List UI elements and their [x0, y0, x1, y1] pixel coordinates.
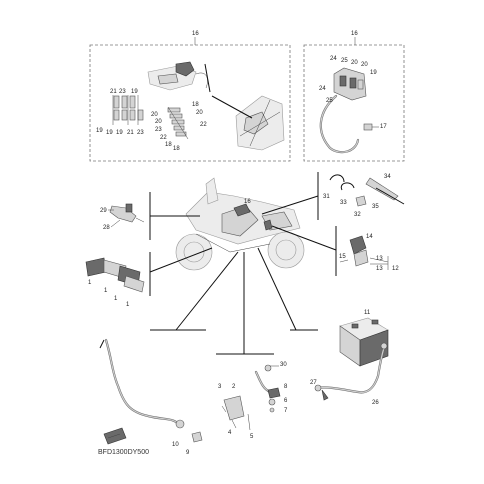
upper-right-assembly-box: 16 24 25 20 20 19 24 25 17: [303, 31, 405, 162]
grip-heater-parts: [85, 257, 145, 293]
label-17: 17: [380, 124, 387, 130]
relay-parts: [339, 235, 389, 270]
connector-bracket: [319, 67, 373, 154]
connector-row-right: [167, 106, 189, 140]
label-22: 22: [160, 135, 167, 141]
label-19: 19: [96, 128, 103, 134]
leader-lines: [149, 172, 337, 355]
sensor-part: [109, 203, 145, 223]
label-25: 25: [326, 98, 333, 104]
clamp-parts: [329, 174, 405, 207]
label-28: 28: [103, 225, 110, 231]
lower-middle-parts: [221, 364, 281, 431]
label-24: 24: [330, 56, 337, 62]
label-20: 20: [151, 112, 158, 118]
diagram-code: BFD1300DY500: [98, 449, 149, 456]
label-15: 15: [339, 254, 346, 260]
label-30: 30: [280, 362, 287, 368]
label-19: 19: [131, 89, 138, 95]
label-21: 21: [110, 89, 117, 95]
label-22: 22: [200, 122, 207, 128]
label-12: 12: [392, 266, 399, 272]
label-2: 2: [232, 384, 236, 390]
label-24: 24: [319, 86, 326, 92]
label-16-center: 16: [244, 199, 251, 205]
label-1: 1: [88, 280, 92, 286]
upper-left-assembly-box: 16 21 23 19 19 19 19 21 23: [89, 31, 291, 162]
label-20: 20: [196, 110, 203, 116]
motorcycle-illustration: [175, 177, 305, 271]
label-10: 10: [172, 442, 179, 448]
label-31: 31: [323, 194, 330, 200]
front-fairing-detail: [235, 95, 285, 151]
label-13: 13: [376, 266, 383, 272]
label-5: 5: [250, 434, 254, 440]
label-19: 19: [116, 130, 123, 136]
label-34: 34: [384, 174, 391, 180]
label-23: 23: [119, 89, 126, 95]
label-23: 23: [155, 127, 162, 133]
label-33: 33: [340, 200, 347, 206]
label-11: 11: [364, 310, 371, 316]
label-3: 3: [218, 384, 222, 390]
label-14: 14: [366, 234, 373, 240]
label-1: 1: [126, 302, 130, 308]
label-27: 27: [310, 380, 317, 386]
diagram-book-icon: [103, 427, 127, 445]
label-6: 6: [284, 398, 288, 404]
label-8: 8: [284, 384, 288, 390]
label-35: 35: [372, 204, 379, 210]
label-9: 9: [186, 450, 190, 456]
label-29: 29: [100, 208, 107, 214]
label-19: 19: [106, 130, 113, 136]
label-32: 32: [354, 212, 361, 218]
label-18: 18: [173, 146, 180, 152]
label-7: 7: [284, 408, 288, 414]
label-20: 20: [361, 62, 368, 68]
label-23: 23: [137, 130, 144, 136]
connector-row-left: [112, 95, 144, 125]
label-1: 1: [114, 296, 118, 302]
label-26: 26: [372, 400, 379, 406]
label-1: 1: [104, 288, 108, 294]
label-20: 20: [155, 119, 162, 125]
label-18: 18: [192, 102, 199, 108]
label-18: 18: [165, 142, 172, 148]
label-25: 25: [341, 58, 348, 64]
battery-cable: [314, 342, 388, 401]
label-20: 20: [351, 60, 358, 66]
label-13: 13: [376, 256, 383, 262]
label-19: 19: [370, 70, 377, 76]
lower-left-harness: [99, 338, 203, 443]
label-16-left: 16: [192, 31, 199, 37]
label-4: 4: [228, 430, 232, 436]
handlebar-switch-drawing: [147, 61, 211, 93]
label-21: 21: [127, 130, 134, 136]
label-16-right: 16: [351, 31, 358, 37]
